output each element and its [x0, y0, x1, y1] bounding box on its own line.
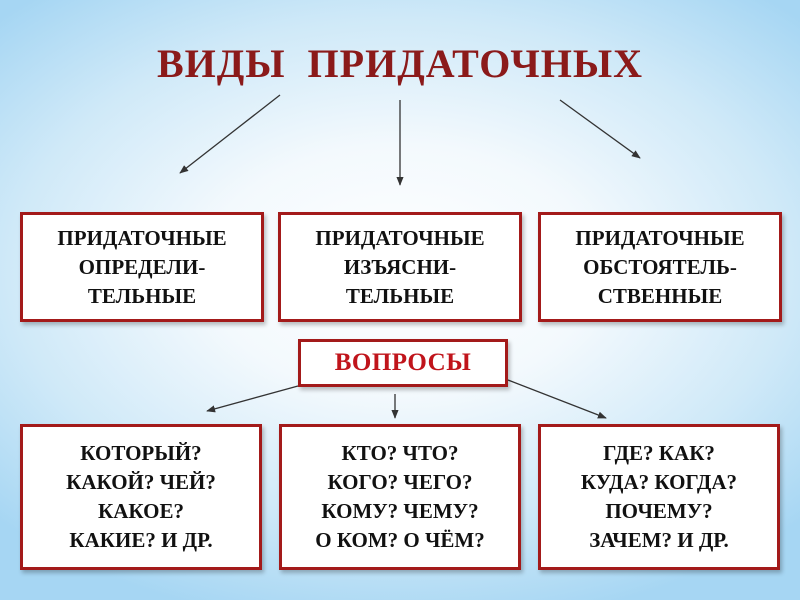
- type-box-line: ТЕЛЬНЫЕ: [345, 283, 455, 308]
- arrow-questions-to-left: [206, 385, 299, 413]
- type-box-line: ПРИДАТОЧНЫЕ: [57, 225, 227, 250]
- type-box-line: ОПРЕДЕЛИ-: [78, 254, 206, 279]
- question-line: КТО? ЧТО?: [341, 441, 459, 465]
- question-line: ПОЧЕМУ?: [605, 499, 713, 523]
- question-line: КОМУ? ЧЕМУ?: [321, 499, 479, 523]
- arrow-questions-to-right: [507, 379, 607, 419]
- question-line: ЗАЧЕМ? И ДР.: [589, 528, 729, 552]
- questions-label: ВОПРОСЫ: [334, 349, 472, 376]
- questions-label-box: ВОПРОСЫ: [298, 339, 508, 387]
- type-box-line: СТВЕННЫЕ: [597, 283, 723, 308]
- question-box-attributive: КОТОРЫЙ? КАКОЙ? ЧЕЙ? КАКОЕ? КАКИЕ? И ДР.: [20, 424, 262, 570]
- question-line: ГДЕ? КАК?: [603, 441, 715, 465]
- question-line: КОГО? ЧЕГО?: [327, 470, 473, 494]
- arrow-title-to-type-left: [179, 94, 281, 174]
- type-box-line: ПРИДАТОЧНЫЕ: [575, 225, 745, 250]
- type-box-line: ПРИДАТОЧНЫЕ: [315, 225, 485, 250]
- type-box-line: ТЕЛЬНЫЕ: [87, 283, 197, 308]
- question-line: О КОМ? О ЧЁМ?: [315, 528, 485, 552]
- type-box-line: ИЗЪЯСНИ-: [343, 254, 457, 279]
- question-line: КАКОЙ? ЧЕЙ?: [66, 470, 216, 494]
- type-box-line: ОБСТОЯТЕЛЬ-: [583, 254, 737, 279]
- type-box-explanatory: ПРИДАТОЧНЫЕ ИЗЪЯСНИ- ТЕЛЬНЫЕ: [278, 212, 522, 322]
- question-line: КОТОРЫЙ?: [80, 441, 202, 465]
- question-line: КАКИЕ? И ДР.: [69, 528, 213, 552]
- type-box-adverbial: ПРИДАТОЧНЫЕ ОБСТОЯТЕЛЬ- СТВЕННЫЕ: [538, 212, 782, 322]
- question-box-explanatory: КТО? ЧТО? КОГО? ЧЕГО? КОМУ? ЧЕМУ? О КОМ?…: [279, 424, 521, 570]
- question-box-adverbial: ГДЕ? КАК? КУДА? КОГДА? ПОЧЕМУ? ЗАЧЕМ? И …: [538, 424, 780, 570]
- question-line: КУДА? КОГДА?: [580, 470, 738, 494]
- arrow-title-to-type-right: [559, 99, 641, 159]
- type-box-attributive: ПРИДАТОЧНЫЕ ОПРЕДЕЛИ- ТЕЛЬНЫЕ: [20, 212, 264, 322]
- diagram-title: ВИДЫ ПРИДАТОЧНЫХ: [156, 41, 644, 86]
- question-line: КАКОЕ?: [98, 499, 184, 523]
